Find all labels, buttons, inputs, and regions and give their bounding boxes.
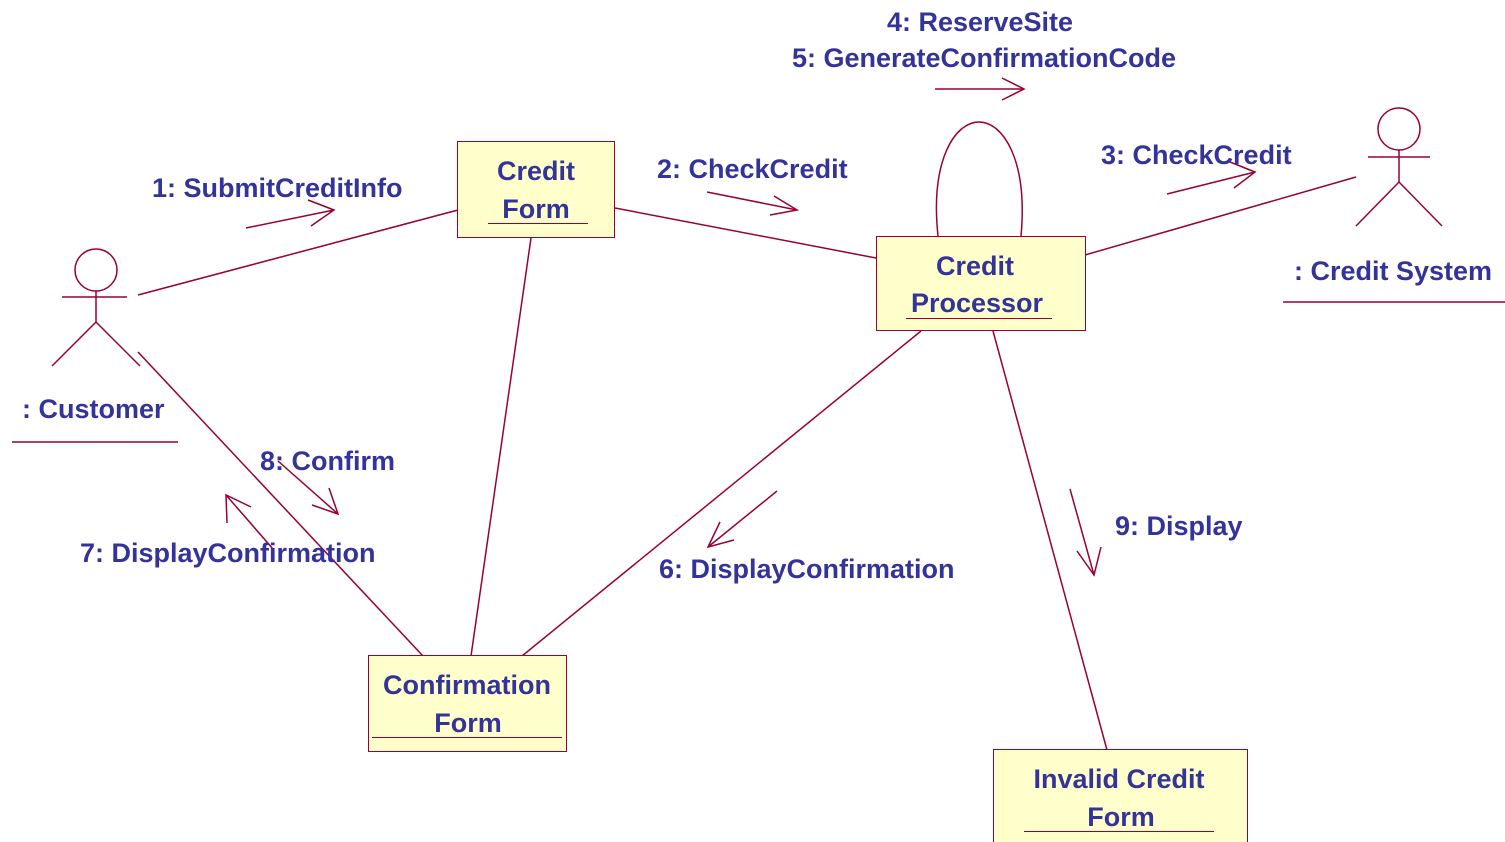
message-5-label: 5: GenerateConfirmationCode xyxy=(791,43,1177,73)
message-1-label: 1: SubmitCreditInfo xyxy=(152,173,403,203)
arrow-m3 xyxy=(1166,161,1257,195)
link-creditprocessor-invalidform xyxy=(992,330,1108,751)
credit-processor-object xyxy=(876,236,1086,331)
credit-form-label-line1: Credit xyxy=(496,156,576,186)
customer-actor-label: : Customer xyxy=(22,394,165,424)
link-customer-creditform xyxy=(137,209,459,296)
arrow-m7 xyxy=(225,493,274,550)
credit-processor-underline xyxy=(906,318,1052,319)
arrow-m4-m5 xyxy=(935,77,1026,101)
credit-system-actor-label: : Credit System xyxy=(1294,256,1493,286)
link-customer-confirmationform xyxy=(137,351,424,657)
arrow-m1 xyxy=(245,199,336,229)
confirmation-form-object xyxy=(368,655,567,752)
message-2-label: 2: CheckCredit xyxy=(657,154,848,184)
credit-processor-label-line1: Credit xyxy=(935,251,1015,281)
invalid-credit-form-label-line1: Invalid Credit xyxy=(1033,764,1205,794)
link-creditprocessor-creditsystem xyxy=(1084,176,1357,256)
credit-system-actor-icon xyxy=(1355,107,1443,227)
arrow-m6 xyxy=(706,490,778,549)
invalid-credit-form-label-line2: Form xyxy=(1087,802,1155,832)
confirmation-form-label-line2: Form xyxy=(434,708,502,738)
link-creditform-confirmationform xyxy=(470,237,532,657)
message-4-label: 4: ReserveSite xyxy=(886,7,1074,37)
confirmation-form-label-line1: Confirmation xyxy=(383,670,551,700)
invalid-credit-form-object xyxy=(993,749,1248,842)
message-9-label: 9: Display xyxy=(1115,511,1243,541)
customer-actor-icon xyxy=(51,248,141,367)
confirmation-form-underline xyxy=(372,737,562,738)
invalid-credit-form-underline xyxy=(1024,831,1214,832)
message-8-label: 8: Confirm xyxy=(260,446,395,476)
credit-form-object xyxy=(457,141,615,238)
message-3-label: 3: CheckCredit xyxy=(1101,140,1292,170)
arrow-m8 xyxy=(277,460,340,516)
self-link-creditprocessor xyxy=(935,121,1023,237)
message-6-label: 6: DisplayConfirmation xyxy=(659,554,955,584)
arrow-m9 xyxy=(1069,488,1102,577)
message-7-label: 7: DisplayConfirmation xyxy=(80,538,376,568)
link-creditform-creditprocessor xyxy=(614,207,877,259)
credit-form-label-line2: Form xyxy=(502,194,570,224)
credit-form-underline xyxy=(488,223,588,224)
arrow-m2 xyxy=(706,191,800,216)
credit-processor-label-line2: Processor xyxy=(910,288,1044,318)
link-creditprocessor-confirmationform xyxy=(521,330,922,657)
